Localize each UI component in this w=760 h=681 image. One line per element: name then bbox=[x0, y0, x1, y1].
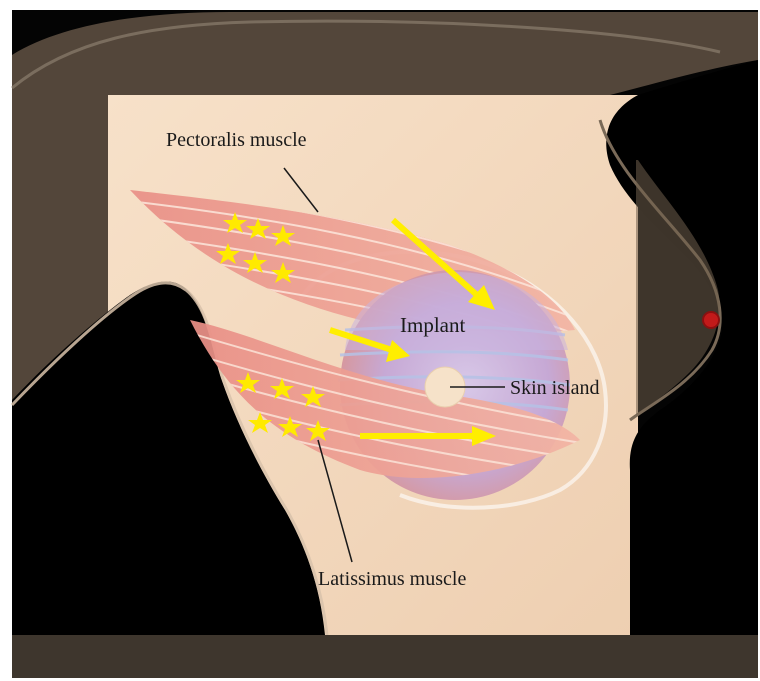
bottom-band bbox=[12, 635, 758, 678]
latissimus-label: Latissimus muscle bbox=[318, 568, 466, 590]
skin-island-label: Skin island bbox=[510, 377, 599, 399]
implant-label: Implant bbox=[400, 313, 465, 337]
pectoralis-label: Pectoralis muscle bbox=[166, 129, 307, 151]
nipple bbox=[703, 312, 719, 328]
